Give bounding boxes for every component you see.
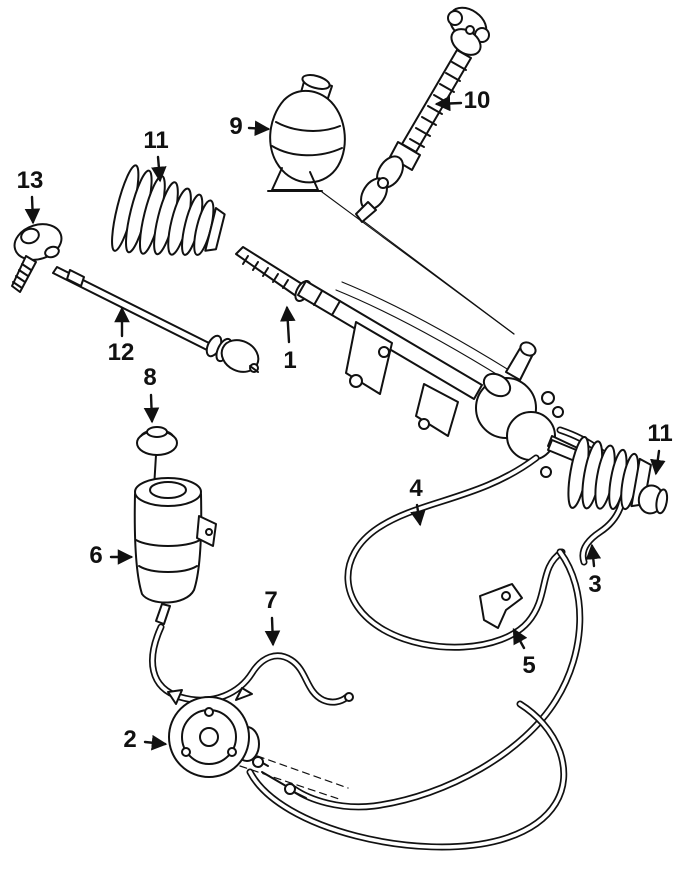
callout-8[interactable]: 8	[143, 364, 157, 391]
steering-gear-art	[235, 246, 587, 465]
callout-10[interactable]: 10	[463, 87, 491, 114]
callout-11-right[interactable]: 11	[647, 420, 673, 447]
bracket-art	[479, 583, 523, 629]
inner-tie-rod-art	[52, 266, 260, 373]
return-hose-art	[149, 623, 354, 706]
callout-6[interactable]: 6	[89, 542, 103, 569]
callout-12[interactable]: 12	[107, 339, 135, 366]
callout-5[interactable]: 5	[522, 652, 536, 679]
callout-4[interactable]: 4	[409, 475, 423, 502]
callout-13[interactable]: 13	[16, 167, 44, 194]
callout-11-left[interactable]: 11	[143, 127, 169, 154]
alignment-leader-lines	[239, 191, 515, 801]
callout-7[interactable]: 7	[264, 587, 278, 614]
callout-2[interactable]: 2	[123, 726, 137, 753]
callout-9[interactable]: 9	[229, 113, 243, 140]
pressure-hose-art	[246, 454, 584, 851]
coupling-boot-art	[267, 74, 346, 192]
right-bellows-boot-art	[567, 435, 669, 515]
power-steering-pump-art	[167, 687, 307, 799]
callout-arrows	[24, 95, 666, 751]
callout-3[interactable]: 3	[588, 571, 602, 598]
reservoir-art	[133, 477, 217, 625]
outer-tie-rod-end-art	[11, 223, 63, 293]
callout-1[interactable]: 1	[283, 347, 297, 374]
left-bellows-boot-art	[111, 164, 226, 256]
